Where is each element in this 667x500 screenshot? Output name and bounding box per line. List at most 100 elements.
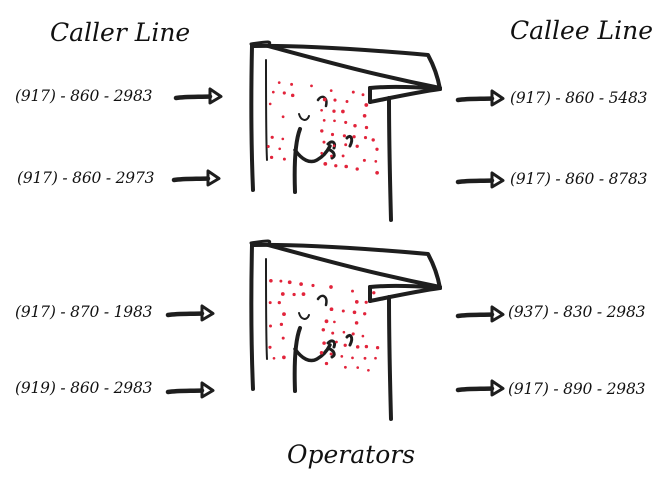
panel-dot <box>268 345 272 349</box>
panel-dot <box>281 336 285 340</box>
panel-dot <box>351 332 355 336</box>
callee-arrow <box>458 91 503 105</box>
panel-dot <box>320 151 324 155</box>
panel-dot <box>375 346 380 350</box>
panel-dot <box>354 300 359 304</box>
operators-heading: Operators <box>287 440 416 469</box>
panel-dot <box>342 134 346 138</box>
panel-dot <box>334 164 338 168</box>
panel-dot <box>345 100 349 103</box>
callee-line-heading: Callee Line <box>510 16 654 45</box>
callee-number: (917) - 860 - 8783 <box>510 170 648 188</box>
caller-number: (917) - 870 - 1983 <box>15 303 153 321</box>
panel-dot <box>330 154 333 158</box>
caller-line-heading: Caller Line <box>50 18 191 47</box>
panel-dot <box>362 113 367 118</box>
panel-dot <box>329 352 333 356</box>
panel-dot <box>343 343 347 347</box>
panel-dot <box>319 350 324 355</box>
panel-dot <box>355 167 359 171</box>
callee-arrow <box>458 381 503 395</box>
panel-dot <box>281 115 285 119</box>
panel-dot <box>280 292 285 296</box>
panel-dot <box>351 289 354 293</box>
panel-dot <box>356 366 360 369</box>
panel-dot <box>324 319 329 324</box>
panel-dot <box>277 300 281 305</box>
panel-dot <box>344 164 348 169</box>
panel-dot <box>375 147 379 151</box>
panel-dot <box>320 108 323 112</box>
caller-arrow <box>174 171 219 185</box>
panel-dot <box>333 98 337 102</box>
callee-arrow <box>458 173 503 187</box>
caller-number: (919) - 860 - 2983 <box>15 379 153 397</box>
panel-dot <box>290 82 294 86</box>
caller-number: (917) - 860 - 2973 <box>17 169 155 187</box>
panel-dot <box>330 132 335 137</box>
panel-dot <box>364 300 368 304</box>
switchboard-2 <box>249 238 442 421</box>
panel-dot <box>269 155 274 160</box>
panel-dot <box>279 279 283 283</box>
caller-arrow <box>168 383 213 397</box>
panel-dot <box>329 89 333 92</box>
panel-dot <box>355 144 359 148</box>
panel-dot <box>270 135 274 139</box>
caller-arrow <box>168 306 213 320</box>
panel-dot <box>320 129 324 133</box>
panel-dot <box>323 162 328 166</box>
panel-dot <box>363 312 367 316</box>
caller-arrow <box>176 89 221 103</box>
panel-dot <box>277 81 281 84</box>
switchboard-1-dots <box>266 81 379 175</box>
panel-dot <box>364 103 369 107</box>
panel-dot <box>271 90 275 94</box>
panel-dot <box>269 324 272 328</box>
panel-dot <box>361 334 365 338</box>
panel-dot <box>287 280 292 285</box>
panel-dot <box>322 140 326 144</box>
panel-dot <box>341 154 345 158</box>
panel-dot <box>269 279 273 283</box>
panel-dot <box>344 143 348 147</box>
panel-dot <box>372 291 376 295</box>
panel-dot <box>290 93 295 98</box>
panel-dot <box>344 120 348 124</box>
panel-dot <box>322 341 326 345</box>
panel-dot <box>282 157 286 161</box>
callee-arrow <box>458 307 503 321</box>
panel-dot <box>371 138 375 142</box>
panel-dot <box>342 330 346 334</box>
panel-dot <box>333 320 336 324</box>
panel-dot <box>340 355 344 358</box>
panel-dot <box>292 292 296 297</box>
panel-dot <box>329 285 333 289</box>
panel-dot <box>301 292 306 296</box>
panel-dot <box>352 135 356 139</box>
panel-dot <box>311 283 315 288</box>
panel-dot <box>299 282 303 286</box>
panel-dot <box>279 322 284 327</box>
panel-dot <box>364 344 369 349</box>
panel-dot <box>321 328 326 332</box>
panel-dot <box>333 119 336 123</box>
panel-dot <box>322 119 326 122</box>
panel-dot <box>331 331 335 335</box>
panel-dot <box>367 368 370 372</box>
callee-number: (917) - 860 - 5483 <box>510 89 648 107</box>
panel-dot <box>362 158 366 162</box>
panel-dot <box>278 147 282 151</box>
panel-dot <box>363 356 367 360</box>
caller-number: (917) - 860 - 2983 <box>15 87 153 105</box>
callee-number: (917) - 890 - 2983 <box>508 380 646 398</box>
panel-dot <box>272 356 276 360</box>
panel-dot <box>341 109 345 114</box>
switchboard-1 <box>249 39 442 223</box>
panel-dot <box>322 97 327 102</box>
panel-dot <box>351 356 354 360</box>
panel-dot <box>343 365 347 369</box>
panel-dot <box>282 355 286 360</box>
